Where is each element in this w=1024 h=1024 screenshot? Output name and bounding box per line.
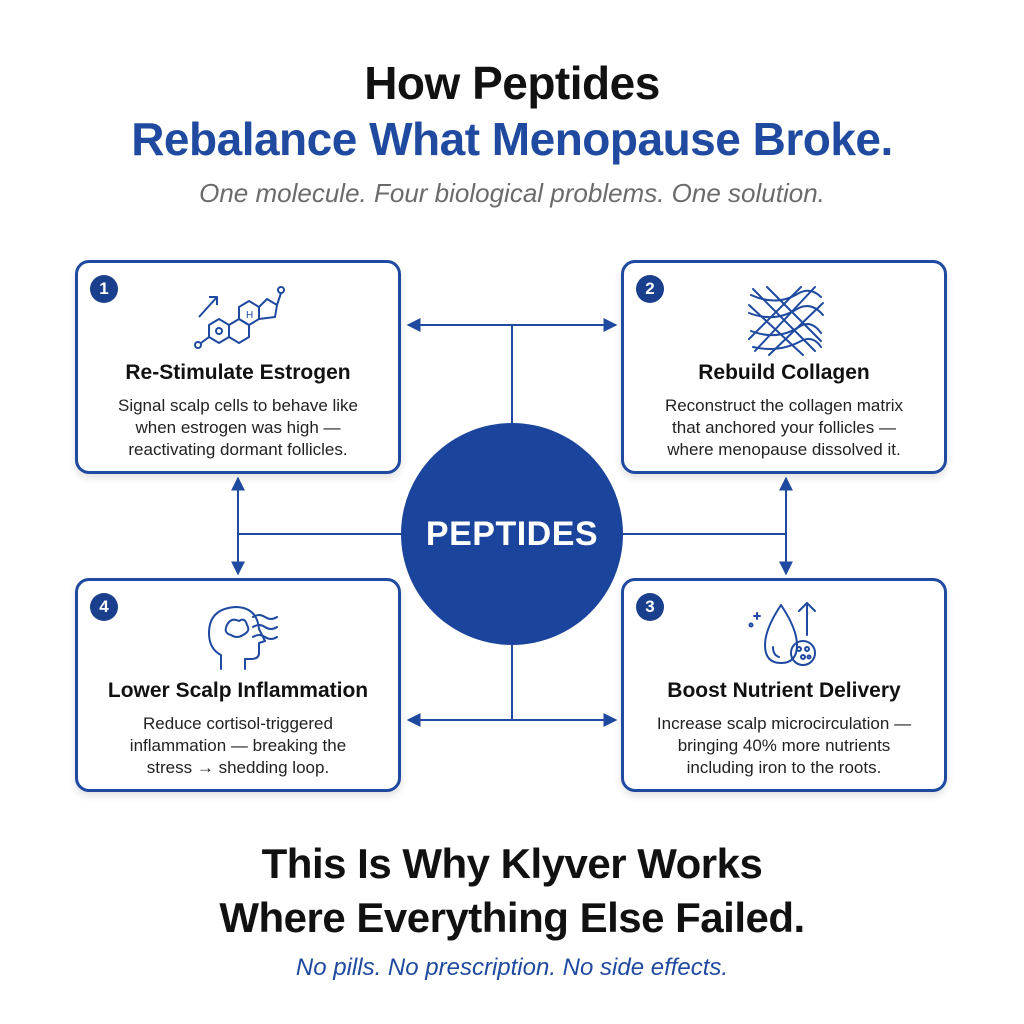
nutrient-drop-icon: [748, 602, 816, 666]
card-description: Signal scalp cells to behave like when e…: [94, 395, 382, 461]
title-line-2: Rebalance What Menopause Broke.: [131, 113, 893, 165]
card-title: Lower Scalp Inflammation: [107, 679, 369, 702]
hub-label: PEPTIDES: [425, 514, 599, 553]
card-desc-line: when estrogen was high —: [135, 418, 341, 437]
card-desc-line: inflammation — breaking the: [129, 736, 347, 755]
card-description: Reduce cortisol-triggered inflammation —…: [94, 713, 382, 779]
card-nutrient: 3 Boost Nutrient Delivery Increase scalp…: [621, 578, 947, 792]
card-description: Reconstruct the collagen matrix that anc…: [640, 395, 928, 461]
peptides-hub-circle: PEPTIDES: [401, 423, 623, 645]
card-desc-line: that anchored your follicles —: [672, 418, 896, 437]
card-description: Increase scalp microcirculation — bringi…: [640, 713, 928, 779]
card-number-badge: 3: [636, 593, 664, 621]
card-desc-line: including iron to the roots.: [686, 758, 882, 777]
footer-headline-line-1: This Is Why Klyver Works: [261, 840, 763, 887]
head-inflammation-icon: [208, 606, 278, 670]
card-desc-line: where menopause dissolved it.: [667, 440, 901, 459]
card-title: Re-Stimulate Estrogen: [125, 361, 351, 384]
footer-headline-line-2: Where Everything Else Failed.: [219, 894, 805, 941]
title-line-1: How Peptides: [364, 57, 660, 109]
footer-tagline: No pills. No prescription. No side effec…: [295, 954, 729, 981]
card-desc-line: Reconstruct the collagen matrix: [664, 396, 904, 415]
card-number-badge: 4: [90, 593, 118, 621]
card-desc-line: Increase scalp microcirculation —: [656, 714, 912, 733]
card-desc-line: bringing 40% more nutrients: [677, 736, 891, 755]
card-estrogen: 1 H Re-Stimulate Estrogen Signal scalp c…: [75, 260, 401, 474]
subtitle: One molecule. Four biological problems. …: [199, 178, 825, 208]
card-desc-line: Signal scalp cells to behave like: [117, 396, 359, 415]
svg-text:H: H: [246, 310, 253, 321]
estrogen-molecule-icon: H: [194, 286, 285, 349]
card-collagen: 2 Rebuild Collagen Reconstruct the colla…: [621, 260, 947, 474]
card-title: Rebuild Collagen: [698, 361, 870, 384]
card-desc-line: Reduce cortisol-triggered: [143, 714, 333, 733]
card-desc-line: stress → shedding loop.: [146, 758, 330, 777]
card-number-badge: 2: [636, 275, 664, 303]
card-desc-line: reactivating dormant follicles.: [128, 440, 348, 459]
collagen-mesh-icon: [748, 286, 824, 356]
card-number-badge: 1: [90, 275, 118, 303]
card-inflammation: 4 Lower Scalp Inflammation Reduce cortis…: [75, 578, 401, 792]
card-title: Boost Nutrient Delivery: [667, 679, 901, 702]
